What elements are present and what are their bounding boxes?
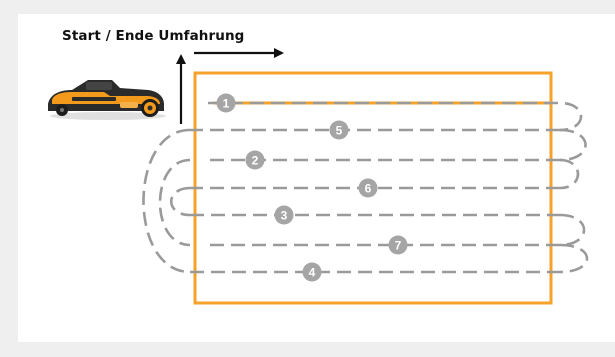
turn-right-b xyxy=(559,213,586,247)
lane-number-6: 6 xyxy=(365,182,372,196)
diagram-panel xyxy=(18,14,615,342)
robotic-mower-icon xyxy=(48,80,166,120)
mowing-lanes xyxy=(142,101,589,274)
lane-number-2: 2 xyxy=(252,154,259,168)
lane-marker-3: 3 xyxy=(274,205,294,225)
turn-left-mid xyxy=(158,158,191,247)
lane-marker-6: 6 xyxy=(358,178,378,198)
lane-marker-5: 5 xyxy=(329,120,349,140)
turn-right-c xyxy=(559,243,589,274)
turn-right-a xyxy=(559,158,580,190)
lane-number-5: 5 xyxy=(336,124,343,138)
lane-marker-4: 4 xyxy=(302,262,322,282)
lane-1 xyxy=(208,101,583,132)
lane-number-7: 7 xyxy=(395,239,402,253)
start-end-label: Start / Ende Umfahrung xyxy=(62,28,245,44)
lane-number-1: 1 xyxy=(223,97,230,111)
lane-marker-2: 2 xyxy=(245,150,265,170)
lane-marker-7: 7 xyxy=(388,235,408,255)
lane-number-3: 3 xyxy=(281,209,288,223)
lane-number-4: 4 xyxy=(309,266,316,280)
turn-left-outer xyxy=(142,128,191,274)
lane-marker-1: 1 xyxy=(216,93,236,113)
turn-right-inner xyxy=(559,128,587,162)
turn-left-inner xyxy=(170,186,191,217)
